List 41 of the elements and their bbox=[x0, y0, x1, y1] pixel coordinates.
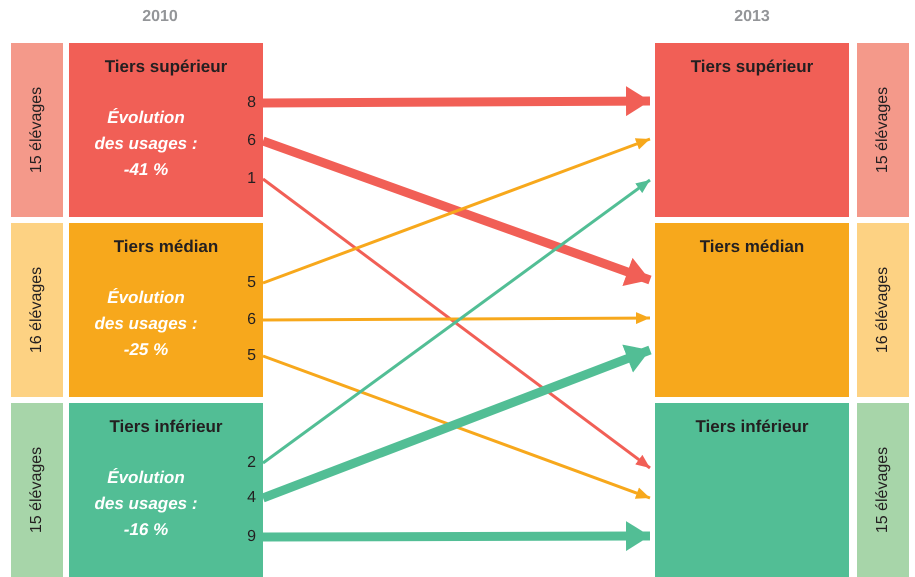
edge-label: 6 bbox=[247, 132, 256, 150]
arrow bbox=[262, 86, 650, 116]
tier-heading: Tiers inférieur bbox=[695, 417, 809, 437]
side-band bbox=[11, 403, 63, 577]
edge-label: 4 bbox=[247, 489, 256, 507]
arrow bbox=[263, 312, 650, 324]
edge-label: 9 bbox=[247, 528, 256, 546]
tier-heading: Tiers médian bbox=[700, 237, 804, 257]
tier-heading: Tiers supérieur bbox=[104, 57, 228, 77]
side-band bbox=[857, 403, 909, 577]
tier-box bbox=[69, 403, 263, 577]
tier-heading: Tiers inférieur bbox=[109, 417, 223, 437]
edge-label: 1 bbox=[247, 170, 256, 188]
tier-box bbox=[655, 43, 849, 217]
edge-label: 8 bbox=[247, 94, 256, 112]
side-band bbox=[857, 43, 909, 217]
arrow bbox=[262, 521, 650, 552]
edge-label: 2 bbox=[247, 454, 256, 472]
evolution-text: Évolution des usages : -41 % bbox=[94, 107, 198, 181]
side-band bbox=[857, 223, 909, 397]
herd-count: 16 élévages bbox=[28, 266, 46, 354]
herd-count: 15 élévages bbox=[874, 446, 892, 534]
year-heading: 2010 bbox=[142, 8, 178, 26]
tier-box bbox=[69, 223, 263, 397]
herd-count: 16 élévages bbox=[874, 266, 892, 354]
evolution-text: Évolution des usages : -25 % bbox=[94, 287, 198, 361]
herd-count: 15 élévages bbox=[28, 86, 46, 174]
side-band bbox=[11, 223, 63, 397]
tier-box bbox=[69, 43, 263, 217]
herd-count: 15 élévages bbox=[28, 446, 46, 534]
edge-label: 6 bbox=[247, 311, 256, 329]
edge-label: 5 bbox=[247, 347, 256, 365]
tier-box bbox=[655, 403, 849, 577]
tier-box bbox=[655, 223, 849, 397]
evolution-text: Évolution des usages : -16 % bbox=[94, 467, 198, 541]
herd-count: 15 élévages bbox=[874, 86, 892, 174]
year-heading: 2013 bbox=[734, 8, 770, 26]
edge-label: 5 bbox=[247, 274, 256, 292]
tier-heading: Tiers supérieur bbox=[690, 57, 814, 77]
side-band bbox=[11, 43, 63, 217]
tier-heading: Tiers médian bbox=[114, 237, 218, 257]
